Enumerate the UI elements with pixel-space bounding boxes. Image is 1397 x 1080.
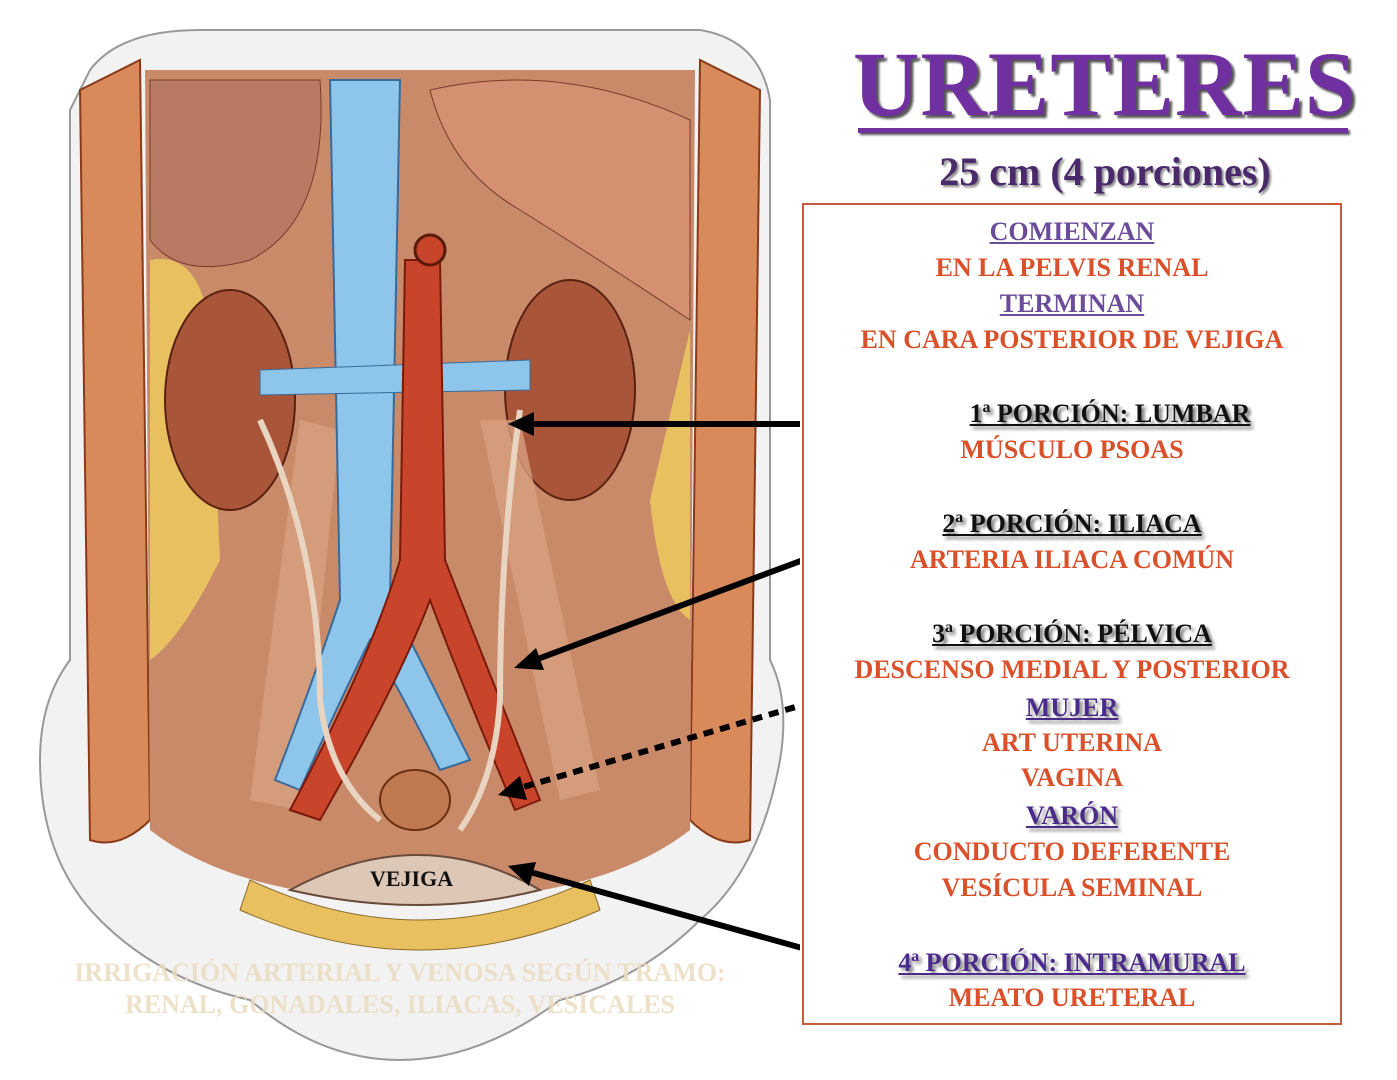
label-mujer: MUJER: [1025, 693, 1119, 722]
arrow-pelvica: [519, 702, 800, 791]
text-pelvis-renal: EN LA PELVIS RENAL: [935, 253, 1209, 282]
subtitle: 25 cm (4 porciones): [939, 149, 1271, 194]
text-conducto-deferente: CONDUCTO DEFERENTE: [913, 837, 1231, 866]
arrow-intramural: [529, 869, 800, 951]
faded-note-line-1: IRRIGACIÓN ARTERIAL Y VENOSA SEGÚN TRAMO…: [74, 958, 726, 987]
portion-1-title: 1ª PORCIÓN: LUMBAR: [969, 399, 1251, 428]
label-varon: VARÓN: [1026, 801, 1118, 830]
portion-4-title: 4ª PORCIÓN: INTRAMURAL: [898, 948, 1246, 977]
fat-right: [650, 330, 690, 620]
abdominal-wall-left: [78, 58, 152, 844]
page-title: URETERES: [853, 33, 1357, 135]
bladder-label: VEJIGA: [370, 866, 454, 891]
text-cara-posterior: EN CARA POSTERIOR DE VEJIGA: [860, 325, 1284, 354]
portion-3-title: 3ª PORCIÓN: PÉLVICA: [932, 619, 1212, 648]
rectum: [379, 769, 451, 831]
info-box: [802, 203, 1342, 1025]
faded-note-line-2: RENAL, GONADALES, ILIACAS, VESICALES: [125, 990, 675, 1019]
vena-cava: [273, 79, 472, 792]
text-vagina: VAGINA: [1020, 763, 1124, 792]
ureter-left: [257, 418, 382, 823]
portion-3-desc: DESCENSO MEDIAL Y POSTERIOR: [854, 655, 1290, 684]
ureter-right: [457, 409, 523, 832]
label-terminan: TERMINAN: [999, 289, 1145, 318]
arrow-iliaca: [533, 557, 800, 663]
portion-2-title: 2ª PORCIÓN: ILIACA: [942, 509, 1202, 538]
portion-4-desc: MEATO URETERAL: [948, 983, 1196, 1012]
portion-1-desc: MÚSCULO PSOAS: [960, 435, 1184, 464]
liver: [149, 79, 322, 268]
text-vesicula-seminal: VESÍCULA SEMINAL: [941, 873, 1203, 902]
psoas-left: [250, 420, 340, 810]
arrows: [498, 412, 800, 951]
celiac-trunk: [413, 233, 447, 267]
stomach: [429, 79, 691, 321]
bladder: [287, 854, 543, 906]
aorta: [288, 259, 542, 822]
portion-2-desc: ARTERIA ILIACA COMÚN: [909, 545, 1235, 574]
kidney-left: [164, 289, 296, 511]
text-art-uterina: ART UTERINA: [982, 728, 1162, 757]
title-underline: [858, 128, 1348, 133]
abdominal-anatomy-illustration: [38, 29, 800, 1062]
pelvic-floor: [239, 879, 601, 951]
label-comienzan: COMIENZAN: [989, 217, 1155, 246]
